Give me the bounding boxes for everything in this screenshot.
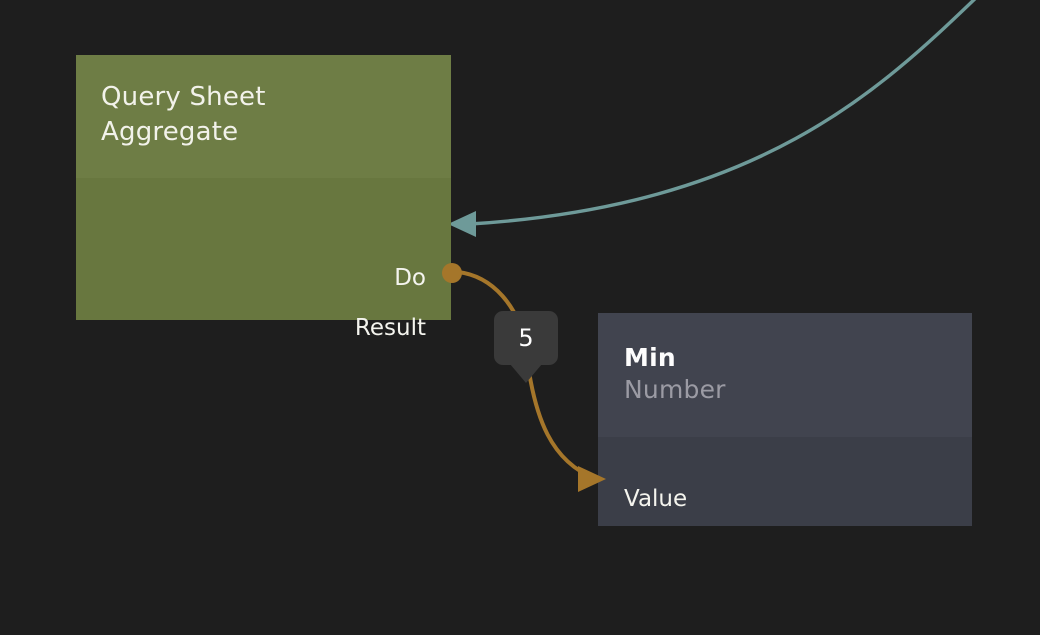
node-body-min-number: Value [598,437,972,526]
node-body-query-sheet-aggregate [76,178,451,320]
output-label-result: Result [354,315,426,341]
exec-link-arrowhead [448,211,476,237]
output-row-do[interactable]: Do [394,267,426,290]
output-row-result[interactable]: Result [355,317,426,340]
output-label-do: Do [394,265,426,291]
node-header-query-sheet-aggregate[interactable]: Query Sheet Aggregate [76,55,451,178]
value-badge-text: 5 [518,324,534,352]
output-port-result[interactable] [442,263,462,283]
node-min-number[interactable]: Min Number Value [598,313,972,526]
node-title-min: Min [624,343,676,372]
node-title: Query Sheet Aggregate [101,82,266,147]
input-row-value[interactable]: Value [624,488,687,511]
input-label-value: Value [624,486,688,512]
node-header-min-number[interactable]: Min Number [598,313,972,437]
value-badge-pointer [510,364,542,383]
node-query-sheet-aggregate[interactable]: Query Sheet Aggregate Do Result [76,55,451,340]
node-subtitle-number: Number [624,375,726,404]
exec-link-path [468,0,977,226]
value-badge[interactable]: 5 [494,311,558,365]
